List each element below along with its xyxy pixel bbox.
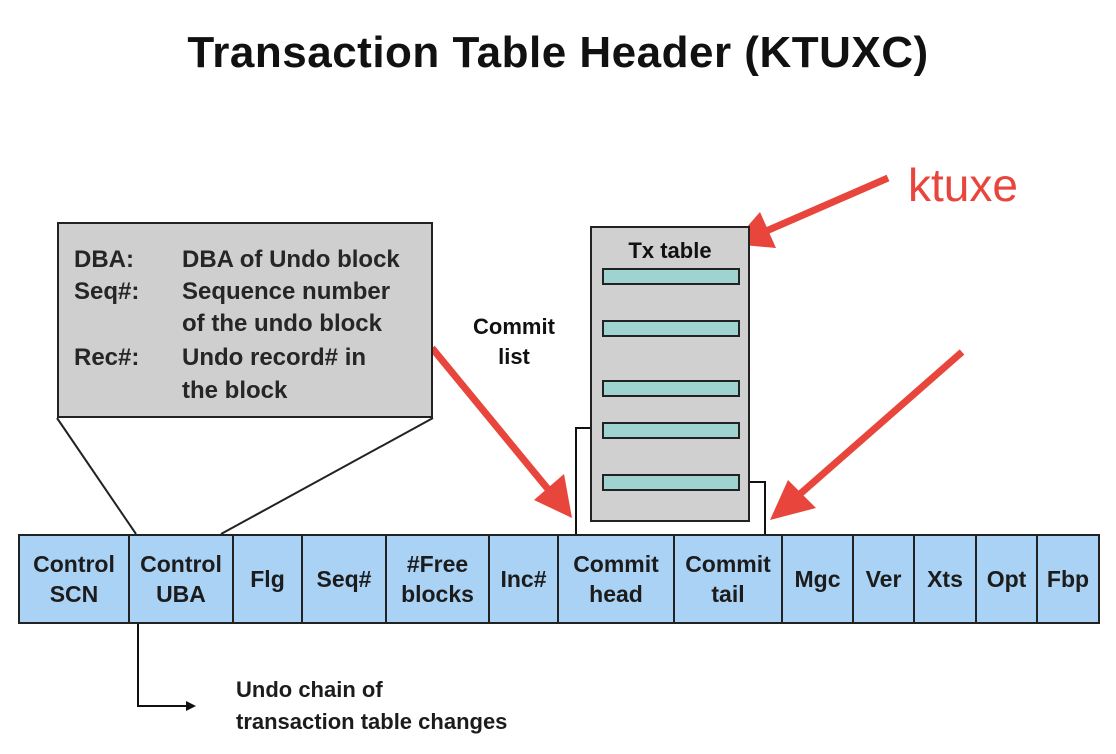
- header-cell-control-uba: Control UBA: [130, 534, 234, 624]
- callout-key: DBA:: [74, 246, 134, 273]
- header-cell-seq: Seq#: [303, 534, 387, 624]
- callout-row-dba: DBA: DBA of Undo block: [74, 246, 400, 274]
- red-arrow-ktuxe: [732, 174, 890, 248]
- callout-value: Undo record# in: [182, 344, 367, 371]
- header-cell-commit-head: Commit head: [559, 534, 675, 624]
- callout-continuation: the block: [182, 377, 288, 404]
- header-cell-mgc: Mgc: [783, 534, 854, 624]
- header-cell-ver: Ver: [854, 534, 915, 624]
- undo-dba-callout: DBA: DBA of Undo block Seq#: Sequence numb…: [57, 222, 433, 418]
- ktuxe-annotation: ktuxe: [908, 159, 1018, 211]
- tx-table-label: Tx table: [628, 238, 712, 263]
- callout-row-rec: Rec#: Undo record# in: [74, 344, 366, 372]
- tx-slot: [602, 474, 740, 491]
- callout-continuation: of the undo block: [182, 310, 382, 337]
- undo-chain-line: Undo chain of: [236, 677, 383, 702]
- tx-slot: [602, 422, 740, 439]
- commit-list-line: list: [498, 344, 530, 369]
- callout-value: Sequence number: [182, 278, 391, 305]
- callout-row-seq: Seq#: Sequence number: [74, 278, 390, 306]
- undo-chain-line: transaction table changes: [236, 709, 508, 734]
- tx-slot: [602, 380, 740, 397]
- commit-list-label: Commit list: [462, 312, 566, 372]
- commit-list-line: Commit: [473, 314, 555, 339]
- callout-key: Rec#:: [74, 344, 140, 371]
- red-arrow-commit-head: [429, 345, 572, 518]
- tx-slot: [602, 320, 740, 337]
- callout-pointer-left: [56, 417, 137, 535]
- header-cell-commit-tail: Commit tail: [675, 534, 783, 624]
- header-cell-row: Control SCN Control UBA Flg Seq# #Free b…: [18, 534, 1100, 624]
- undo-chain-arrow: [137, 624, 196, 711]
- undo-chain-note: Undo chain of transaction table changes: [236, 674, 507, 738]
- header-cell-xts: Xts: [915, 534, 977, 624]
- header-cell-opt: Opt: [977, 534, 1038, 624]
- callout-pointer-right: [220, 417, 434, 535]
- header-cell-inc: Inc#: [490, 534, 559, 624]
- tx-slot: [602, 268, 740, 285]
- header-cell-flg: Flg: [234, 534, 303, 624]
- header-cell-free-blocks: #Free blocks: [387, 534, 490, 624]
- callout-value: DBA of Undo block: [182, 246, 400, 273]
- red-arrow-commit-tail: [770, 349, 965, 520]
- callout-key: Seq#:: [74, 278, 140, 305]
- tx-table: Tx table: [590, 226, 750, 522]
- header-cell-control-scn: Control SCN: [20, 534, 130, 624]
- page-title: Transaction Table Header (KTUXC): [187, 28, 929, 77]
- header-cell-fbp: Fbp: [1038, 534, 1100, 624]
